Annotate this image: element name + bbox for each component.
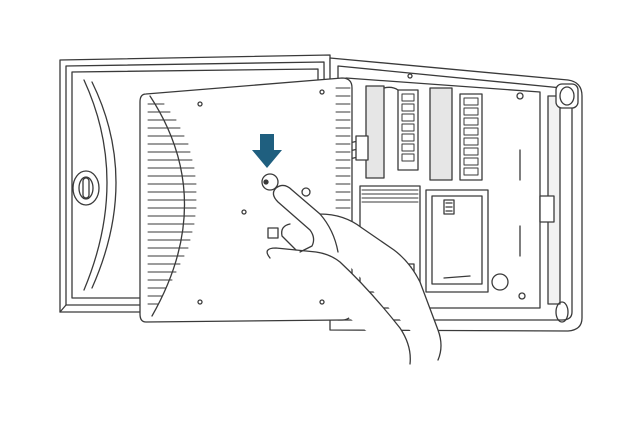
terminal-strip-right bbox=[429, 87, 483, 181]
reset-button-icon bbox=[261, 173, 279, 191]
hand-icon bbox=[266, 184, 442, 365]
cabinet-knob-icon bbox=[555, 83, 579, 109]
circuit-board-area bbox=[425, 189, 509, 293]
door-latch-icon bbox=[72, 170, 100, 206]
down-arrow-icon bbox=[252, 134, 282, 168]
